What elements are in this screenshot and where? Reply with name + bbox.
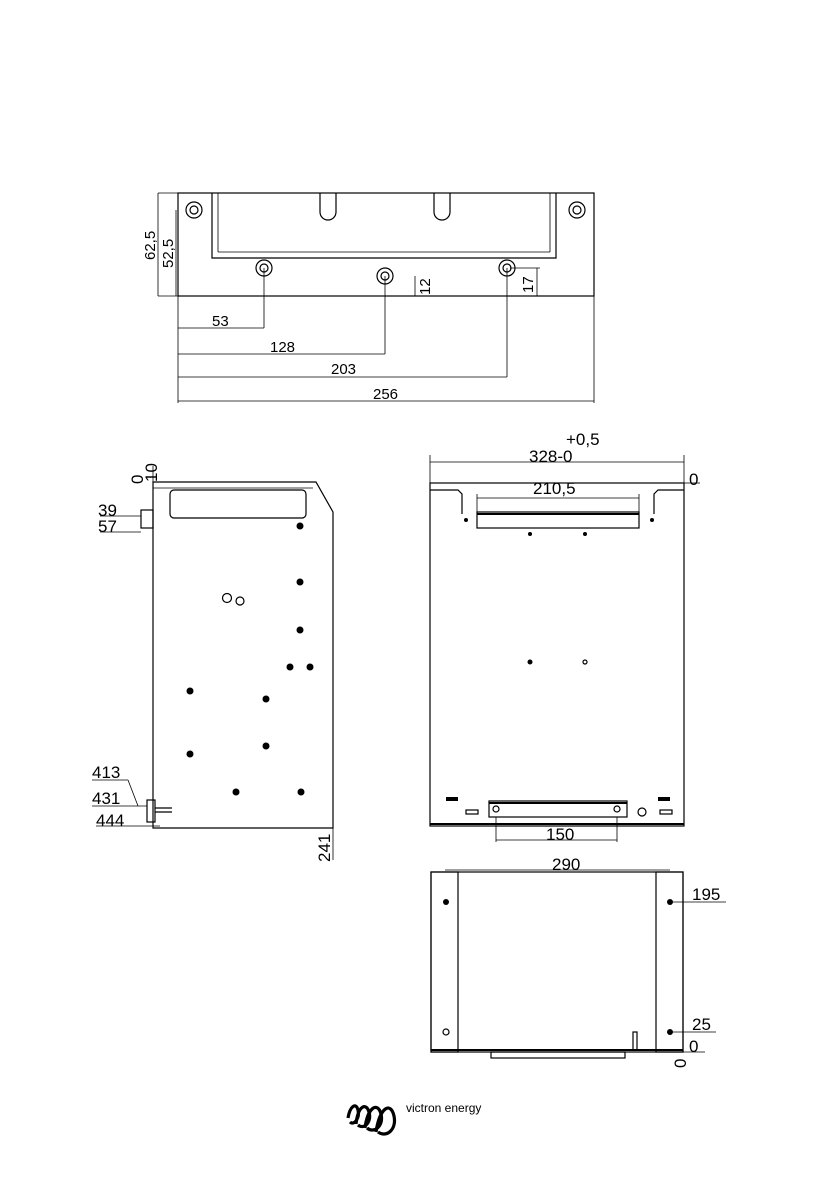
dim-12: 12 <box>417 278 434 295</box>
dim-25: 25 <box>692 1015 711 1034</box>
dim-241: 241 <box>315 834 334 862</box>
dim-128: 128 <box>270 339 295 356</box>
side-view: 10 0 39 57 413 431 444 241 <box>92 463 334 862</box>
dim-444: 444 <box>96 811 124 830</box>
bottom-view: 290 195 25 0 0 <box>431 855 726 1068</box>
mounting-hole <box>186 202 202 218</box>
dim-210-5: 210,5 <box>533 479 576 498</box>
side-view-handle <box>170 490 306 518</box>
top-view-inner-box <box>212 193 556 258</box>
bottom-view-body <box>431 872 683 1052</box>
dim-62-5: 62,5 <box>142 231 159 260</box>
dim-195: 195 <box>692 885 720 904</box>
dim-0-bottom-rotated: 0 <box>671 1059 690 1068</box>
dim-256: 256 <box>373 386 398 403</box>
dim-0-right: 0 <box>689 470 698 489</box>
top-view-slot-left <box>320 193 336 220</box>
mounting-hole <box>569 202 585 218</box>
front-view: +0,5 328-0 0 210,5 150 <box>430 430 700 844</box>
top-view: 62,5 52,5 12 17 53 128 203 256 <box>142 193 594 403</box>
dim-52-5: 52,5 <box>160 239 177 268</box>
dim-413: 413 <box>92 763 120 782</box>
top-view-slot-right <box>434 193 450 220</box>
dim-0-bottom: 0 <box>689 1037 698 1056</box>
dim-431: 431 <box>92 789 120 808</box>
victron-logo: victron energy <box>348 1101 481 1134</box>
dim-53: 53 <box>212 313 229 330</box>
dim-17: 17 <box>520 276 537 293</box>
dim-203: 203 <box>331 361 356 378</box>
side-view-body <box>153 482 333 828</box>
dim-290: 290 <box>552 855 580 874</box>
dim-150: 150 <box>546 825 574 844</box>
dim-328: 328-0 <box>529 447 572 466</box>
dim-57: 57 <box>98 517 117 536</box>
front-view-body <box>430 483 684 826</box>
dim-0: 0 <box>128 475 147 484</box>
victron-logo-icon <box>348 1106 395 1134</box>
brand-name: victron energy <box>406 1101 481 1115</box>
